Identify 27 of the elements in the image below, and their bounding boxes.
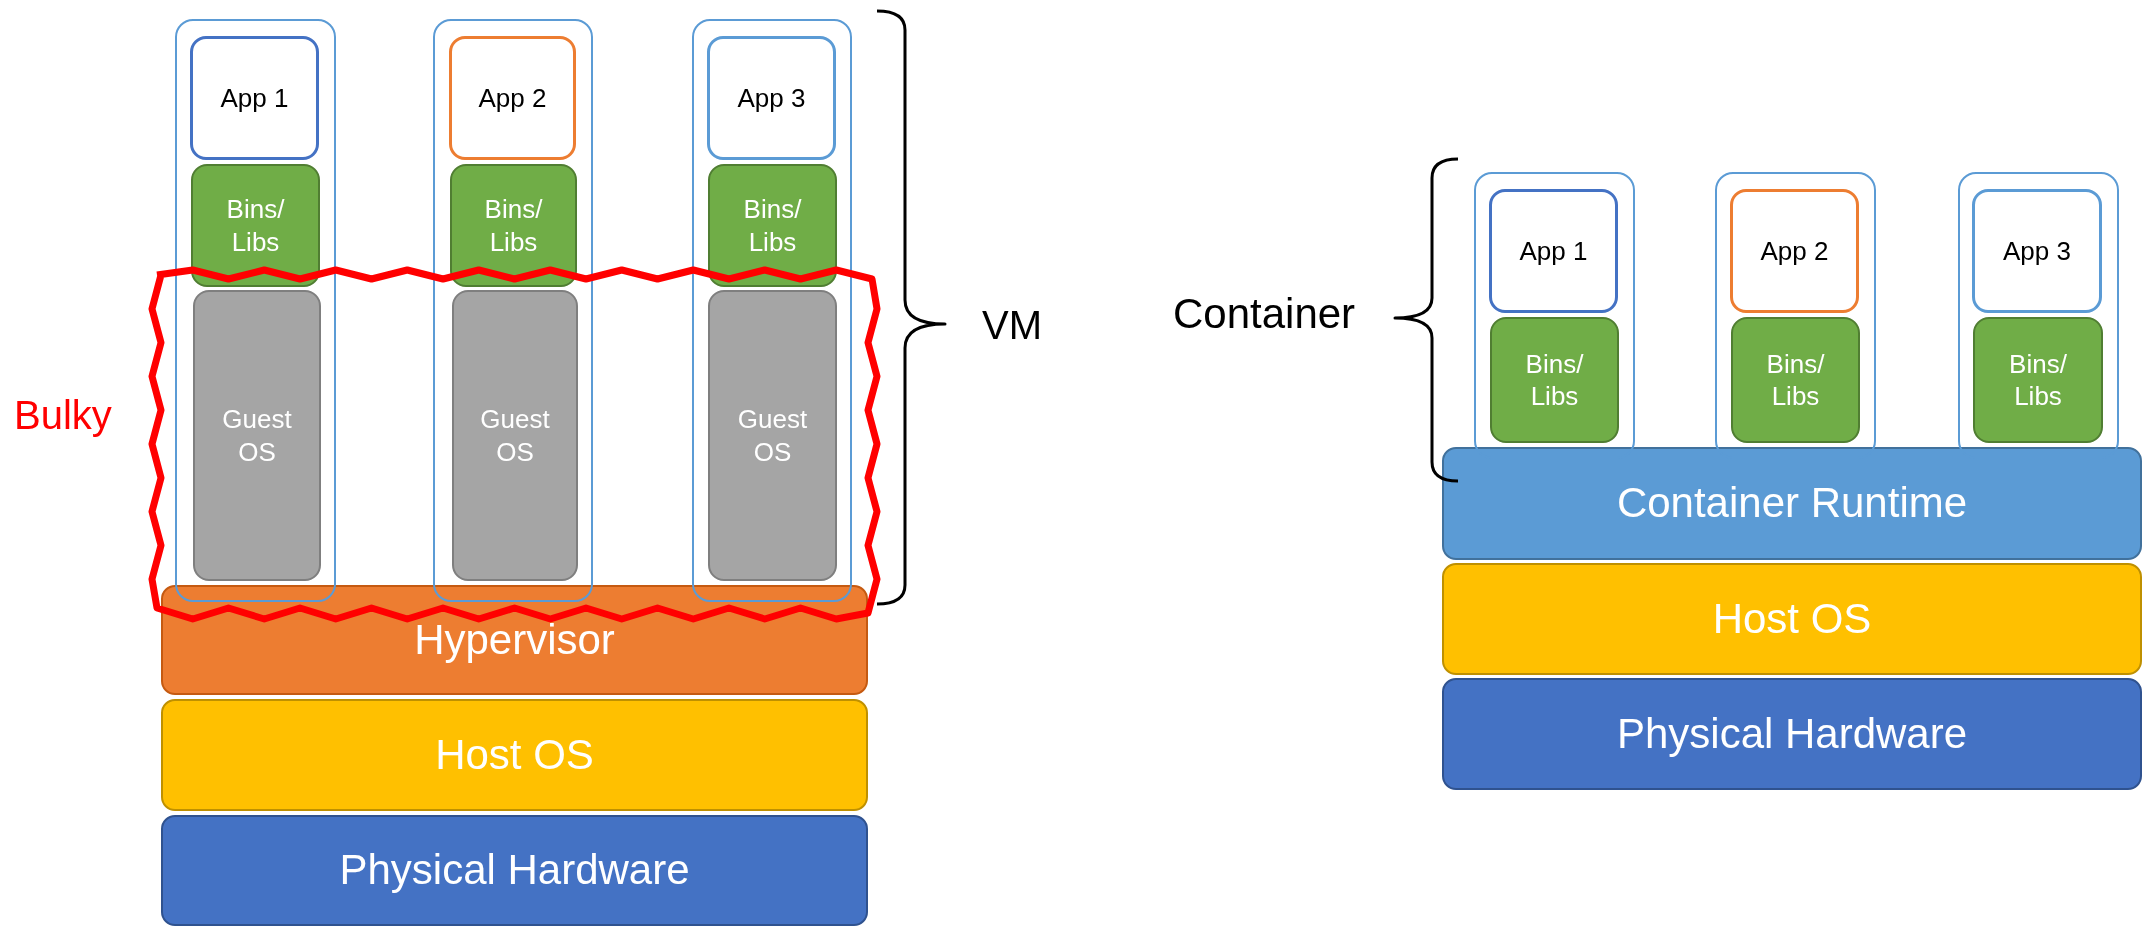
library-box: Bins/ Libs <box>1731 317 1860 443</box>
library-box: Bins/ Libs <box>450 164 577 287</box>
hypervisor-layer: Hypervisor <box>161 585 868 695</box>
app-box: App 3 <box>707 36 836 160</box>
vm-outline <box>175 19 336 602</box>
guest-os-box: Guest OS <box>193 290 321 581</box>
library-box: Bins/ Libs <box>1973 317 2103 443</box>
app-box: App 2 <box>449 36 576 160</box>
bracket-label: VM <box>982 305 1042 345</box>
host-os-layer: Host OS <box>161 699 868 811</box>
app-box: App 1 <box>190 36 319 160</box>
library-box: Bins/ Libs <box>1490 317 1619 443</box>
guest-os-box: Guest OS <box>708 290 837 581</box>
hardware-layer: Physical Hardware <box>1442 678 2142 790</box>
bracket-label: Container <box>1173 293 1356 335</box>
annotation-label: Bulky <box>14 395 112 435</box>
app-box: App 2 <box>1730 189 1859 313</box>
runtime-layer: Container Runtime <box>1442 447 2142 560</box>
host-os-layer: Host OS <box>1442 563 2142 675</box>
library-box: Bins/ Libs <box>191 164 320 287</box>
vm-outline <box>692 19 852 602</box>
app-box: App 1 <box>1489 189 1618 313</box>
app-box: App 3 <box>1972 189 2102 313</box>
hardware-layer: Physical Hardware <box>161 815 868 926</box>
guest-os-box: Guest OS <box>452 290 578 581</box>
vm-outline <box>433 19 593 602</box>
library-box: Bins/ Libs <box>708 164 837 287</box>
